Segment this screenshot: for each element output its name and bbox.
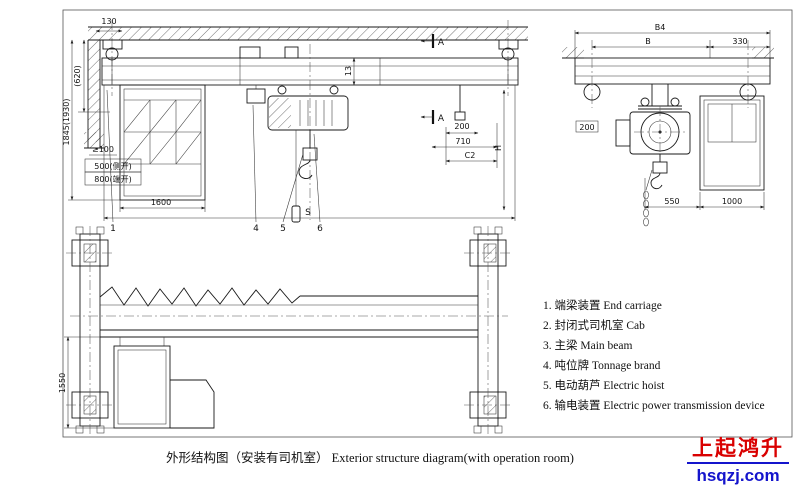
building-column (84, 40, 104, 149)
legend-item: 4. 吨位牌 Tonnage brand (543, 360, 661, 372)
dim-H: H (494, 145, 503, 151)
dim-13: 13 (344, 66, 353, 76)
dim-min100: ≥100 (92, 145, 114, 154)
callout-1: 1 (110, 224, 116, 234)
logo: 上起鸿升 hsqzj.com (683, 437, 793, 486)
plan-cab (113, 337, 215, 429)
plan-end-carriage-left (66, 226, 114, 434)
caption: 外形结构图（安装有司机室） Exterior structure diagram… (166, 451, 574, 465)
runway-pads (562, 47, 774, 59)
callout-6: 6 (317, 224, 323, 234)
dim-800-end: 800(端开) (94, 174, 132, 184)
front-dimensions: 130 (620) 1845(1930) 1600 13 200 710 C2 … (62, 17, 516, 221)
dim-500-side: 500(侧开) (94, 161, 132, 171)
pendant-controller (291, 130, 301, 223)
dim-B4: B4 (655, 23, 666, 32)
logo-divider (687, 462, 789, 464)
section-label-A1: A (438, 38, 445, 48)
plan-end-carriage-right (464, 226, 512, 434)
dim-1550: 1550 (58, 373, 67, 393)
power-feed-bracket (454, 85, 466, 121)
end-carriage-side (574, 40, 771, 108)
building-ceiling (88, 26, 528, 41)
logo-site: hsqzj.com (696, 466, 780, 485)
legend-item: 3. 主梁 Main beam (543, 340, 633, 352)
dim-200: 200 (454, 122, 469, 131)
dim-C2: C2 (465, 151, 476, 160)
dim-1000: 1000 (722, 197, 742, 206)
sheet-frame (62, 9, 793, 438)
dim-200-side: 200 (579, 123, 594, 132)
cab-side (699, 95, 765, 191)
girder-top-fitting (239, 46, 261, 59)
front-view: ≥100 500(侧开) 800(端开) (62, 17, 528, 234)
section-mark-A-lower: A (420, 110, 445, 124)
legend-item: 5. 电动葫芦 Electric hoist (543, 380, 665, 392)
girder-top-fitting (284, 46, 299, 59)
legend-item: 2. 封闭式司机室 Cab (543, 320, 645, 332)
legend-item: 1. 端梁装置 End carriage (543, 300, 662, 312)
dim-710: 710 (455, 137, 470, 146)
parts-legend: 1. 端梁装置 End carriage 2. 封闭式司机室 Cab 3. 主梁… (543, 296, 795, 416)
girder-section (638, 84, 682, 110)
dim-620: (620) (73, 65, 82, 87)
legend-item: 6. 输电装置 Electric power transmission devi… (543, 400, 765, 412)
hoist-side (615, 106, 691, 227)
side-view: B4 B 330 200 550 1000 (562, 23, 774, 227)
electric-hoist (267, 44, 349, 220)
plan-dimensions: 1550 (58, 336, 114, 429)
tonnage-plate (246, 85, 266, 104)
plan-main-beam (70, 286, 508, 338)
dim-S: S (305, 208, 311, 218)
dim-330: 330 (732, 37, 747, 46)
part-callouts: 1 4 5 6 (106, 89, 323, 234)
logo-name: 上起鸿升 (692, 437, 784, 460)
section-label-A2: A (438, 114, 445, 124)
plan-view: 1550 (58, 226, 512, 434)
dim-550: 550 (664, 197, 679, 206)
dim-1845: 1845(1930) (62, 99, 71, 146)
callout-4: 4 (253, 224, 259, 234)
callout-5: 5 (280, 224, 286, 234)
section-mark-A-upper: A (420, 34, 445, 48)
dim-B: B (645, 37, 651, 46)
cab-clearance-labels: ≥100 500(侧开) 800(端开) (84, 145, 142, 186)
side-dimensions: B4 B 330 200 550 1000 (574, 23, 771, 210)
dim-1600: 1600 (151, 198, 171, 207)
cab-front (119, 84, 206, 201)
dim-130: 130 (101, 17, 116, 26)
